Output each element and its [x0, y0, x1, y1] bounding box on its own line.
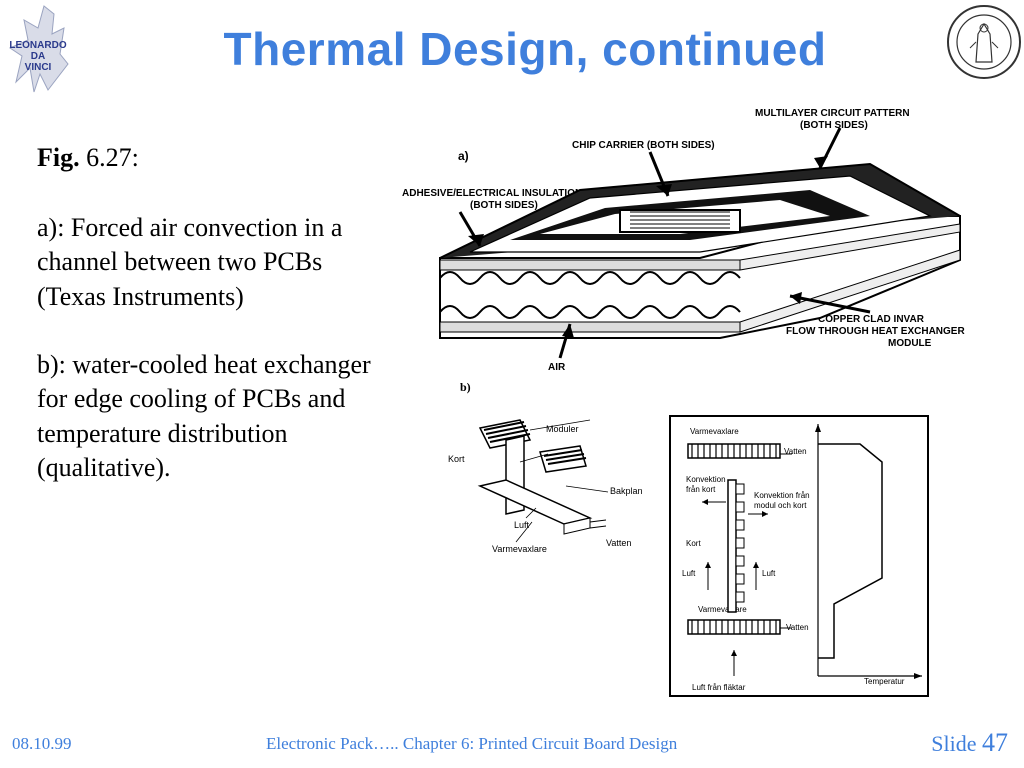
label-konvektion-modul: Konvektion från	[754, 491, 810, 500]
leonardo-da-vinci-logo: LEONARDO DA VINCI	[8, 5, 69, 93]
label-vatten: Vatten	[606, 538, 631, 548]
label-varmevaxlare-bottom: Varmevaxlare	[698, 605, 747, 614]
logo-text-line3: VINCI	[25, 62, 52, 73]
label-luft-left: Luft	[682, 569, 696, 578]
label-flow: FLOW THROUGH HEAT EXCHANGER	[786, 326, 965, 337]
label-luft-right: Luft	[762, 569, 776, 578]
figure-a-forced-air-pcb: a) MULTILAYER CIRCUIT PATTERN (BOTH SIDE…	[402, 108, 965, 373]
figure-b-panel-label: b)	[460, 380, 471, 394]
footer-course-chapter: Electronic Pack….. Chapter 6: Printed Ci…	[266, 734, 678, 753]
logo-text-line1: LEONARDO	[9, 40, 66, 51]
footer-slide-label: Slide	[931, 731, 977, 756]
label-multilayer-both: (BOTH SIDES)	[800, 120, 868, 131]
figure-b-temperature-distribution: Varmevaxlare Vatten Konvektion från kort…	[669, 415, 929, 697]
slide-title: Thermal Design, continued	[223, 23, 827, 75]
label-konvektion-kort: Konvektion	[686, 475, 726, 484]
label-bakplan: Bakplan	[610, 486, 643, 496]
label-air: AIR	[548, 362, 566, 373]
label-adhesive-both: (BOTH SIDES)	[470, 200, 538, 211]
label-varmevaxlare: Varmevaxlare	[492, 544, 547, 554]
footer-slide-number: Slide 47	[931, 728, 1008, 758]
figure-label-bold: Fig.	[37, 143, 80, 172]
slide-text: Fig. 6.27: a): Forced air convection in …	[37, 138, 397, 519]
university-seal-logo	[947, 5, 1021, 79]
figure-a-panel-label: a)	[458, 149, 469, 163]
label-vatten-top: Vatten	[784, 447, 807, 456]
logo-text-line2: DA	[31, 51, 45, 62]
footer-date: 08.10.99	[12, 734, 72, 753]
label-luft: Luft	[514, 520, 530, 530]
figure-label-number: 6.27:	[86, 143, 139, 172]
label-adhesive: ADHESIVE/ELECTRICAL INSULATION	[402, 188, 582, 199]
label-konvektion-modul-2: modul och kort	[754, 501, 807, 510]
paragraph-a: a): Forced air convection in a channel b…	[37, 213, 343, 311]
label-copper: COPPER CLAD INVAR	[818, 314, 925, 325]
paragraph-b: b): water-cooled heat exchanger for edge…	[37, 349, 371, 482]
label-moduler: Moduler	[546, 424, 579, 434]
figure-b-heat-exchanger-sketch: Moduler Kort Bakplan Luft Varmevaxlare V…	[448, 419, 643, 554]
footer-slide-num: 47	[982, 728, 1008, 757]
label-kort-right: Kort	[686, 539, 701, 548]
label-chip-carrier: CHIP CARRIER (BOTH SIDES)	[572, 140, 715, 151]
label-vatten-bottom: Vatten	[786, 623, 809, 632]
label-module: MODULE	[888, 338, 932, 349]
label-varmevaxlare-top: Varmevaxlare	[690, 427, 739, 436]
label-kort: Kort	[448, 454, 465, 464]
label-konvektion-kort-2: från kort	[686, 485, 716, 494]
figure-label: Fig. 6.27:	[37, 138, 397, 177]
label-luft-fran-flaktar: Luft från fläktar	[692, 683, 746, 692]
label-temperatur: Temperatur	[864, 677, 905, 686]
label-multilayer: MULTILAYER CIRCUIT PATTERN	[755, 108, 910, 119]
